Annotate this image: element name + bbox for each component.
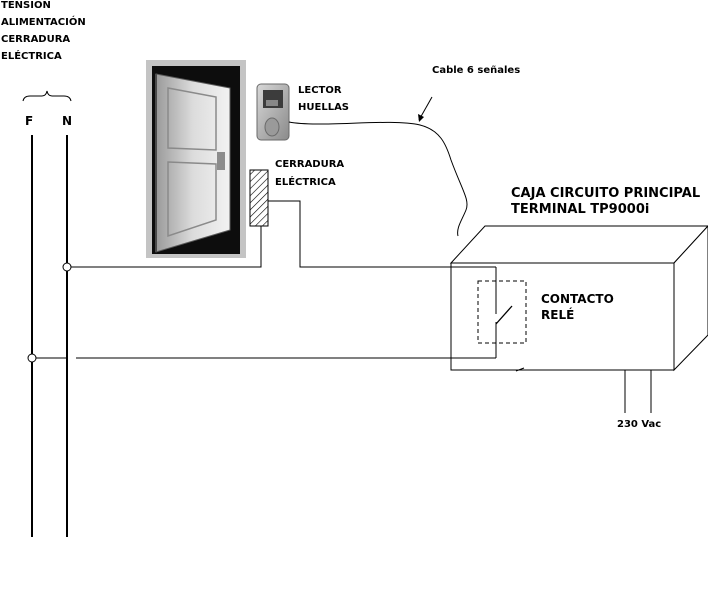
relay-label-2: RELÉ bbox=[541, 308, 575, 322]
signal-cable bbox=[288, 121, 468, 237]
cable-label: Cable 6 señales bbox=[432, 65, 521, 76]
supply-label: 230 Vac bbox=[617, 419, 662, 430]
electric-lock bbox=[249, 169, 269, 227]
main-circuit-box bbox=[449, 225, 708, 372]
brace bbox=[22, 90, 72, 102]
title-line-1: TENSIÓN bbox=[1, 1, 51, 11]
reader-label-2: HUELLAS bbox=[298, 102, 350, 113]
relay-contact-box bbox=[477, 280, 527, 344]
neutral-label: N bbox=[62, 114, 73, 128]
title-block: TENSIÓN ALIMENTACIÓN CERRADURA ELÉCTRICA bbox=[1, 1, 91, 61]
phase-label: F bbox=[25, 114, 34, 128]
relay-switch bbox=[495, 305, 513, 325]
relay-wire-phase-2 bbox=[76, 322, 497, 359]
title-line-2: ALIMENTACIÓN bbox=[1, 17, 86, 28]
relay-label-1: CONTACTO bbox=[541, 292, 614, 306]
lock-label-2: ELÉCTRICA bbox=[275, 177, 336, 188]
reader-label-1: LECTOR bbox=[298, 85, 342, 96]
fingerprint-reader-image bbox=[256, 83, 290, 141]
box-label-1: CAJA CIRCUITO PRINCIPAL bbox=[511, 186, 701, 201]
junction-phase bbox=[27, 353, 37, 363]
lock-wire-neutral bbox=[67, 226, 262, 268]
box-label-2: TERMINAL TP9000i bbox=[511, 202, 650, 217]
title-line-4: ELÉCTRICA bbox=[1, 51, 62, 62]
door-image bbox=[146, 60, 246, 258]
lock-label-1: CERRADURA bbox=[275, 159, 345, 170]
cable-arrow-head bbox=[418, 114, 424, 122]
title-line-3: CERRADURA bbox=[1, 34, 71, 45]
junction-neutral bbox=[62, 262, 72, 272]
